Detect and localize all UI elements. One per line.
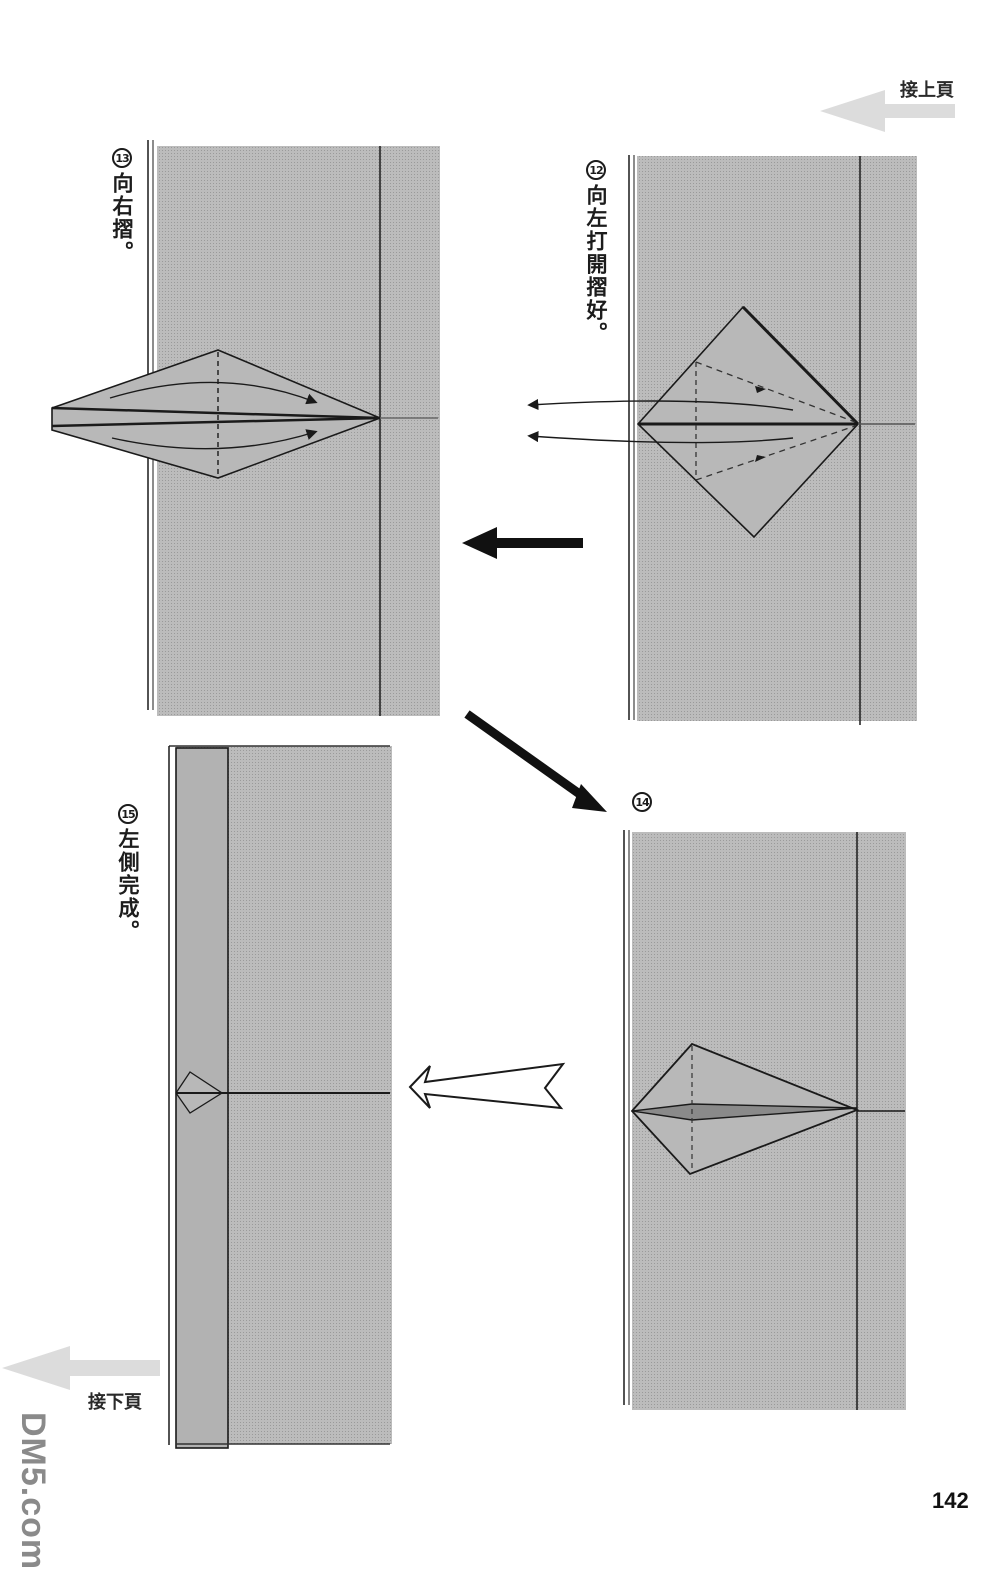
flow-arrow-left-icon [462,527,583,559]
step-12-figure [527,155,917,725]
page-number: 142 [932,1488,969,1513]
watermark-logo: DM5.com [14,1412,52,1570]
step-13-figure [51,140,440,716]
step-14-figure [623,830,906,1410]
step-15-number: 15 [118,804,138,824]
step-15-figure [168,745,392,1449]
step-13-number: 13 [112,148,132,168]
next-page-arrow-icon [2,1346,160,1390]
continue-to-next-label: 接下頁 [88,1392,142,1413]
step-14-number: 14 [632,792,652,812]
step-12-number: 12 [586,160,606,180]
step-15-instruction: 左側完成。 [116,828,140,943]
flow-arrow-diagonal-icon [464,710,607,812]
step-12-instruction: 向左打開摺好。 [584,184,608,345]
continue-from-previous-label: 接上頁 [900,80,954,101]
prev-page-arrow-icon [820,90,955,132]
step-13-instruction: 向右摺。 [110,172,134,264]
flow-arrow-outline-icon [408,1062,566,1110]
